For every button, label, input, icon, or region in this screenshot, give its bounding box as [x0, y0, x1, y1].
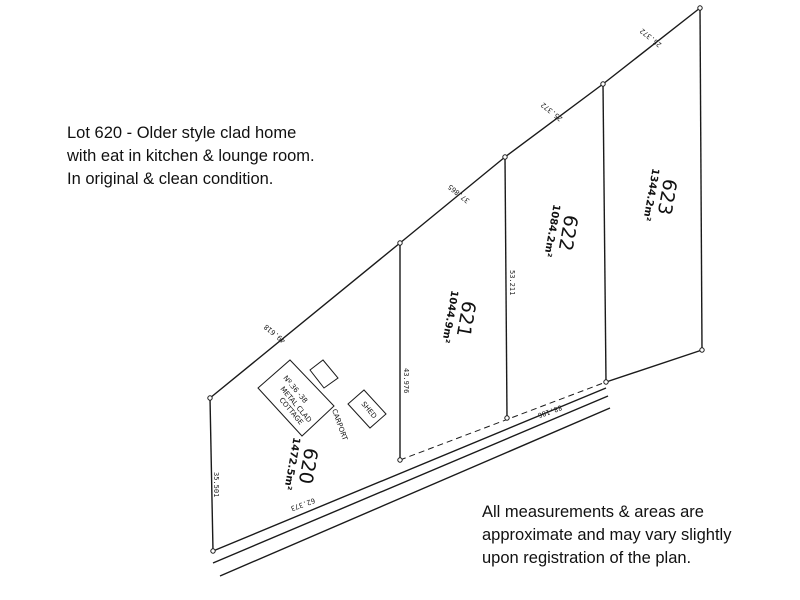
dim-top-620: 49.618	[263, 323, 288, 345]
front-line-3	[219, 407, 611, 577]
dim-side-620-621: 43.976	[402, 368, 410, 393]
description-line: In original & clean condition.	[67, 170, 274, 188]
lot-boundaries	[209, 7, 703, 577]
dim-top-623: 25.372	[639, 27, 664, 49]
lot-623-label: 623 1344.2m²	[640, 167, 680, 221]
cottage-building: Nº.36 -38 METAL CLAD COTTAGE CARPORT	[257, 359, 349, 442]
node	[699, 347, 705, 353]
node	[504, 415, 510, 421]
node	[603, 379, 609, 385]
front-boundary-623	[605, 349, 703, 383]
carport-outline	[309, 359, 339, 389]
node	[207, 395, 213, 401]
node	[697, 5, 703, 11]
front-line-1	[212, 387, 607, 552]
description-line: with eat in kitchen & lounge room.	[67, 147, 315, 165]
measurement-disclaimer: All measurements & areas are approximate…	[482, 501, 731, 570]
shed-label: SHED	[359, 400, 378, 420]
description-line: Lot 620 - Older style clad home	[67, 124, 297, 142]
node	[397, 457, 403, 463]
carport-label: CARPORT	[330, 408, 349, 442]
lot-622-label: 622 1084.2m²	[541, 203, 581, 257]
node	[502, 154, 508, 160]
disclaimer-line: All measurements & areas are	[482, 503, 704, 521]
boundary-621-622	[504, 156, 508, 419]
dim-top-622: 25.372	[540, 101, 565, 123]
left-boundary	[209, 397, 214, 552]
disclaimer-line: upon registration of the plan.	[482, 549, 692, 567]
dim-left-620: 35.501	[212, 472, 220, 497]
dimension-labels: 49.618 37.865 25.372 25.372 35.501 43.97…	[212, 27, 663, 513]
node	[600, 81, 606, 87]
property-description: Lot 620 - Older style clad home with eat…	[67, 122, 315, 191]
lot-621-label: 621 1044.9m²	[439, 289, 479, 343]
right-boundary	[699, 7, 703, 351]
front-line-2	[212, 395, 609, 564]
shed-outline	[347, 389, 387, 429]
lot-620-label: 620 1472.5m²	[281, 436, 321, 490]
disclaimer-line: approximate and may vary slightly	[482, 526, 732, 544]
boundary-622-623	[602, 83, 607, 383]
node	[397, 240, 403, 246]
cottage-outline	[257, 359, 335, 437]
survey-nodes	[207, 5, 705, 554]
front-boundary-dashed	[399, 381, 607, 461]
node	[210, 548, 216, 554]
dim-side-621-622: 53.211	[508, 270, 516, 295]
shed-building: SHED	[347, 389, 387, 429]
